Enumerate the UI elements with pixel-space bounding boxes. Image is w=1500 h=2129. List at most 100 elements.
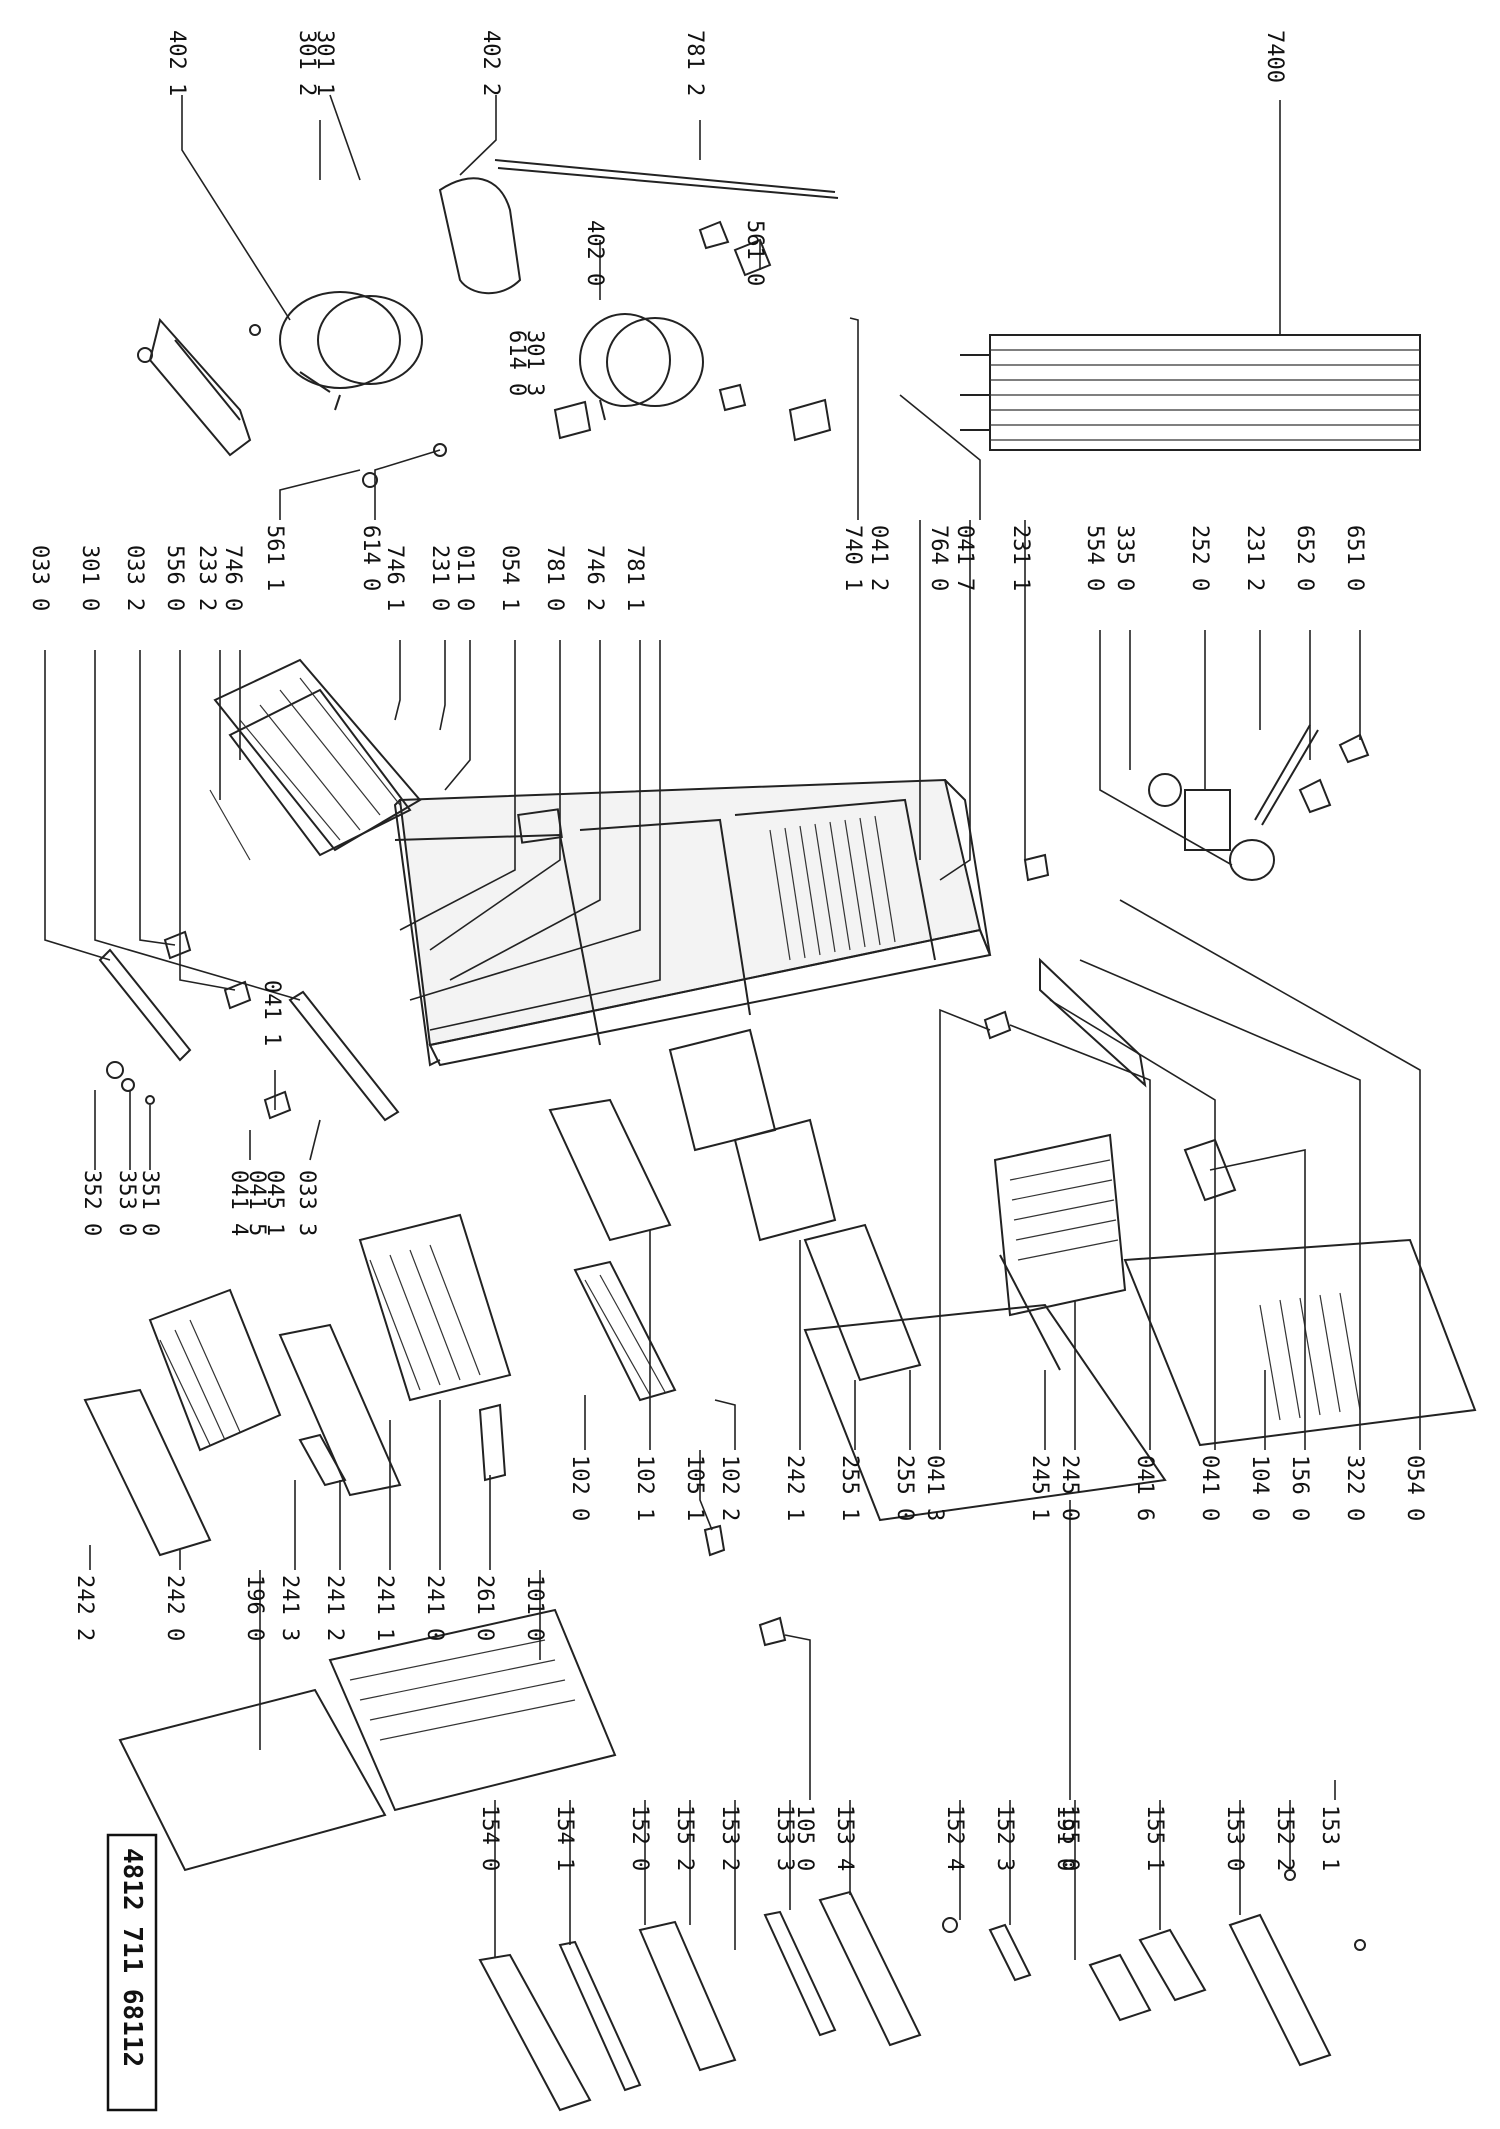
label-153-0: 153 0 — [1222, 1805, 1247, 1871]
label-352-0: 352 0 — [79, 1170, 104, 1236]
label-033-2: 033 2 — [122, 545, 147, 611]
label-561-1: 561 1 — [262, 525, 287, 591]
label-351-0: 351 0 — [137, 1170, 162, 1236]
label-233-2: 233 2 — [194, 545, 219, 611]
label-101-0: 101 0 — [522, 1575, 547, 1641]
label-155-0: 155 0 — [1057, 1805, 1082, 1871]
label-041-7: 041 7 — [952, 525, 977, 591]
label-041-6: 041 6 — [1132, 1455, 1157, 1521]
leader-lines — [44, 94, 1421, 1960]
label-102-2: 102 2 — [717, 1455, 742, 1521]
door-shelves-drawing — [478, 1869, 1366, 2112]
label-041-3: 041 3 — [922, 1455, 947, 1521]
label-746-0: 746 0 — [220, 545, 245, 611]
label-153-4: 153 4 — [832, 1805, 857, 1871]
condenser-drawing — [960, 334, 1421, 451]
label-781-2: 781 2 — [682, 30, 707, 96]
label-255-0: 255 0 — [892, 1455, 917, 1521]
label-152-3: 152 3 — [992, 1805, 1017, 1871]
label-554-0: 554 0 — [1082, 525, 1107, 591]
doors-drawing — [118, 1238, 1477, 1872]
label-245-0: 245 0 — [1057, 1455, 1082, 1521]
label-041-5: 041 5 — [244, 1170, 269, 1236]
label-402-1: 402 1 — [164, 30, 189, 96]
document-number-box: 4812 711 68112 — [106, 1833, 158, 2112]
label-301-3: 301 3 — [522, 330, 547, 396]
label-322-0: 322 0 — [1342, 1455, 1367, 1521]
label-041-2: 041 2 — [866, 525, 891, 591]
label-746-1: 746 1 — [382, 545, 407, 611]
label-241-1: 241 1 — [372, 1575, 397, 1641]
label-041-0: 041 0 — [1197, 1455, 1222, 1521]
thermostat-parts-drawing — [1023, 724, 1370, 882]
label-7400: 7400 — [1262, 30, 1287, 83]
label-561-0: 561 0 — [742, 220, 767, 286]
label-154-0: 154 0 — [477, 1805, 502, 1871]
label-614-0b: 614 0 — [358, 525, 383, 591]
label-105-0: 105 0 — [792, 1805, 817, 1871]
label-033-3: 033 3 — [294, 1170, 319, 1236]
label-242-2: 242 2 — [72, 1575, 97, 1641]
label-105-1: 105 1 — [682, 1455, 707, 1521]
label-196-0: 196 0 — [242, 1575, 267, 1641]
label-153-3: 153 3 — [772, 1805, 797, 1871]
label-102-1: 102 1 — [632, 1455, 657, 1521]
label-153-1: 153 1 — [1317, 1805, 1342, 1871]
label-153-2: 153 2 — [717, 1805, 742, 1871]
label-041-1: 041 1 — [259, 980, 284, 1046]
label-651-0: 651 0 — [1342, 525, 1367, 591]
label-402-2: 402 2 — [478, 30, 503, 96]
label-054-0: 054 0 — [1402, 1455, 1427, 1521]
label-764-0: 764 0 — [926, 525, 951, 591]
compressor-left-drawing — [137, 291, 423, 457]
label-191-0: 191 0 — [1052, 1805, 1077, 1871]
label-155-2: 155 2 — [672, 1805, 697, 1871]
label-255-1: 255 1 — [837, 1455, 862, 1521]
label-245-1: 245 1 — [1027, 1455, 1052, 1521]
label-301-1: 301 1 — [312, 30, 337, 96]
label-781-0: 781 0 — [542, 545, 567, 611]
label-614-0: 614 0 — [504, 330, 529, 396]
label-556-0: 556 0 — [162, 545, 187, 611]
document-number: 4812 711 68112 — [117, 1848, 147, 2067]
label-054-1: 054 1 — [497, 545, 522, 611]
label-301-0: 301 0 — [77, 545, 102, 611]
label-301-2: 301 2 — [294, 30, 319, 96]
label-402-0: 402 0 — [582, 220, 607, 286]
label-231-0: 231 0 — [427, 545, 452, 611]
label-102-0: 102 0 — [567, 1455, 592, 1521]
label-152-2: 152 2 — [1272, 1805, 1297, 1871]
label-155-1: 155 1 — [1142, 1805, 1167, 1871]
label-242-0: 242 0 — [162, 1575, 187, 1641]
label-252-0: 252 0 — [1187, 525, 1212, 591]
label-011-0: 011 0 — [452, 545, 477, 611]
label-104-0: 104 0 — [1247, 1455, 1272, 1521]
freezer-baskets-drawing — [83, 1213, 512, 1557]
cabinet-drawing — [393, 778, 992, 1067]
small-left-parts-drawing — [98, 930, 400, 1122]
label-231-1: 231 1 — [1008, 525, 1033, 591]
label-740-1: 740 1 — [840, 525, 865, 591]
label-781-1: 781 1 — [622, 545, 647, 611]
part-labels: 402 1 301 1 301 2 402 2 781 2 7400 402 0… — [27, 30, 1427, 1871]
label-154-1: 154 1 — [552, 1805, 577, 1871]
label-033-0: 033 0 — [27, 545, 52, 611]
label-241-2: 241 2 — [322, 1575, 347, 1641]
compressor-right-drawing — [362, 159, 839, 488]
evaporator-grid — [769, 815, 896, 961]
label-261-0: 261 0 — [472, 1575, 497, 1641]
label-652-0: 652 0 — [1292, 525, 1317, 591]
label-241-0: 241 0 — [422, 1575, 447, 1641]
label-242-1: 242 1 — [782, 1455, 807, 1521]
freezer-rack-drawing — [209, 658, 422, 861]
crisper-and-shelves-drawing — [548, 957, 1237, 1402]
label-156-0: 156 0 — [1287, 1455, 1312, 1521]
label-152-0: 152 0 — [627, 1805, 652, 1871]
label-152-4: 152 4 — [942, 1805, 967, 1871]
label-335-0: 335 0 — [1112, 525, 1137, 591]
label-231-2: 231 2 — [1242, 525, 1267, 591]
label-353-0: 353 0 — [114, 1170, 139, 1236]
label-045-1: 045 1 — [262, 1170, 287, 1236]
label-241-3: 241 3 — [277, 1575, 302, 1641]
